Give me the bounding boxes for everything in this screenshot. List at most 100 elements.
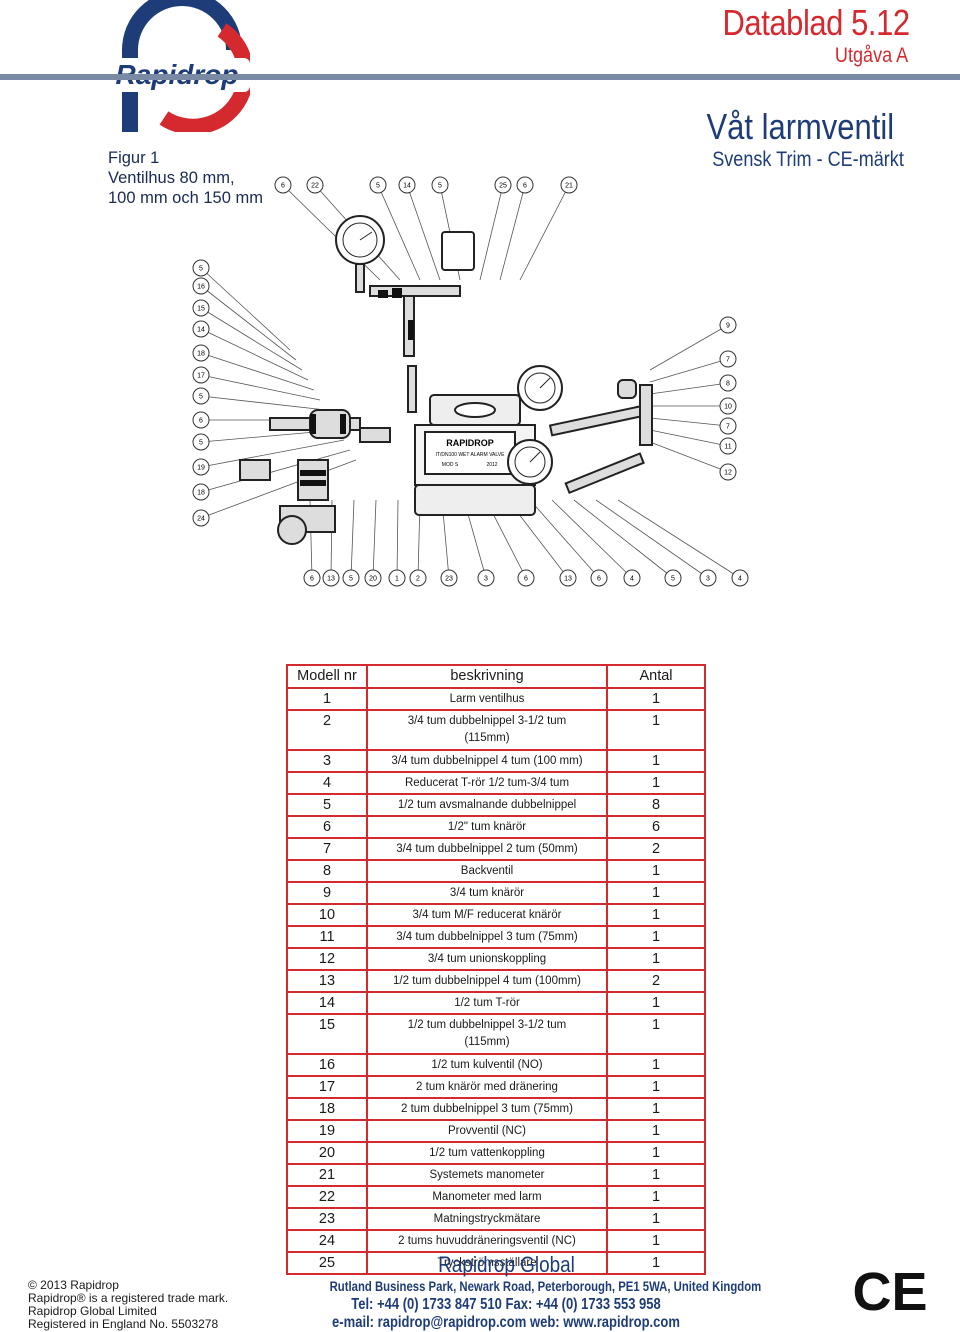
model-number-cell: 21 <box>286 1163 368 1187</box>
callout-number: 13 <box>327 576 335 583</box>
callout-circle <box>192 277 210 295</box>
callout-circle <box>303 569 321 587</box>
callout-number: 6 <box>523 183 527 190</box>
quantity-cell: 1 <box>606 1075 706 1099</box>
footer-phone: Tel: +44 (0) 1733 847 510 Fax: +44 (0) 1… <box>351 1296 661 1313</box>
callout-number: 1 <box>395 576 399 583</box>
quantity-cell: 1 <box>606 859 706 883</box>
quantity-cell: 6 <box>606 815 706 839</box>
model-number-cell: 25 <box>286 1251 368 1275</box>
callout-number: 9 <box>726 323 730 330</box>
callout-number: 18 <box>197 490 205 497</box>
description-cell: 2 tums huvuddräneringsventil (NC) <box>366 1229 608 1253</box>
callout-circle <box>364 569 382 587</box>
doc-edition: Utgåva A <box>834 44 908 67</box>
callout-circle <box>192 433 210 451</box>
description-cell: 1/2 tum vattenkoppling <box>366 1141 608 1165</box>
callout-number: 5 <box>349 576 353 583</box>
callout-number: 6 <box>524 576 528 583</box>
sub-title: Svensk Trim - CE-märkt <box>712 148 904 171</box>
callout-circle <box>398 176 416 194</box>
registration: Registered in England No. 5503278 <box>28 1317 219 1331</box>
callout-circle <box>342 569 360 587</box>
callout-circle <box>431 176 449 194</box>
quantity-cell: 1 <box>606 709 706 751</box>
model-number-cell: 17 <box>286 1075 368 1099</box>
doc-title: Datablad 5.12 <box>722 2 911 43</box>
model-number-cell: 4 <box>286 771 368 795</box>
caption-line: Figur 1 <box>108 149 160 167</box>
pressure-switch <box>441 231 475 271</box>
model-number-cell: 9 <box>286 881 368 905</box>
callout-number: 5 <box>438 183 442 190</box>
caption-line: Ventilhus 80 mm, <box>108 169 235 187</box>
caption-line: 100 mm och 150 mm <box>108 189 263 207</box>
callout-circle <box>192 411 210 429</box>
callout-circle <box>477 569 495 587</box>
callout-number: 23 <box>445 576 453 583</box>
description-cell: 3/4 tum dubbelnippel 4 tum (100 mm) <box>366 749 608 773</box>
model-number-cell: 14 <box>286 991 368 1015</box>
callout-circle <box>192 509 210 527</box>
callout-circle <box>719 463 737 481</box>
description-cell: 3/4 tum dubbelnippel 3 tum (75mm) <box>366 925 608 949</box>
model-number-cell: 10 <box>286 903 368 927</box>
callout-circle <box>664 569 682 587</box>
callout-circle <box>719 316 737 334</box>
callout-circle <box>274 176 292 194</box>
description-cell: 1/2 tum avsmalnande dubbelnippel <box>366 793 608 817</box>
model-number-cell: 11 <box>286 925 368 949</box>
callout-number: 2 <box>416 576 420 583</box>
footer-web[interactable]: e-mail: rapidrop@rapidrop.com web: www.r… <box>332 1314 680 1331</box>
description-cell: Provventil (NC) <box>366 1119 608 1143</box>
callout-number: 25 <box>499 183 507 190</box>
model-number-cell: 6 <box>286 815 368 839</box>
description-cell: 3/4 tum dubbelnippel 3-1/2 tum(115mm) <box>366 709 608 751</box>
callout-number: 10 <box>724 404 732 411</box>
description-cell: Larm ventilhus <box>366 687 608 711</box>
quantity-cell: 1 <box>606 1119 706 1143</box>
svg-text:2012: 2012 <box>486 462 497 468</box>
callout-number: 6 <box>199 418 203 425</box>
description-cell: Manometer med larm <box>366 1185 608 1209</box>
callout-circle <box>719 350 737 368</box>
callout-number: 16 <box>197 284 205 291</box>
model-number-cell: 2 <box>286 709 368 751</box>
callout-number: 13 <box>564 576 572 583</box>
quantity-cell: 1 <box>606 881 706 905</box>
quantity-cell: 1 <box>606 1163 706 1187</box>
callout-number: 3 <box>484 576 488 583</box>
description-cell: 1/2" tum knärör <box>366 815 608 839</box>
callout-number: 20 <box>369 576 377 583</box>
description-cell: 1/2 tum dubbelnippel 3-1/2 tum(115mm) <box>366 1013 608 1055</box>
callout-number: 5 <box>376 183 380 190</box>
callout-number: 5 <box>199 266 203 273</box>
callout-circle <box>192 387 210 405</box>
callout-circle <box>440 569 458 587</box>
callout-number: 6 <box>597 576 601 583</box>
description-cell: Systemets manometer <box>366 1163 608 1187</box>
quantity-cell: 1 <box>606 903 706 927</box>
model-number-cell: 5 <box>286 793 368 817</box>
quantity-cell: 1 <box>606 687 706 711</box>
model-number-cell: 24 <box>286 1229 368 1253</box>
callout-number: 15 <box>197 306 205 313</box>
model-number-cell: 13 <box>286 969 368 993</box>
trademark-note: Rapidrop® is a registered trade mark. <box>28 1291 229 1305</box>
svg-text:IT/DN100 WET ALARM VALVE: IT/DN100 WET ALARM VALVE <box>436 452 506 458</box>
company-name: Rapidrop Global Limited <box>28 1304 157 1318</box>
quantity-cell: 1 <box>606 1013 706 1055</box>
